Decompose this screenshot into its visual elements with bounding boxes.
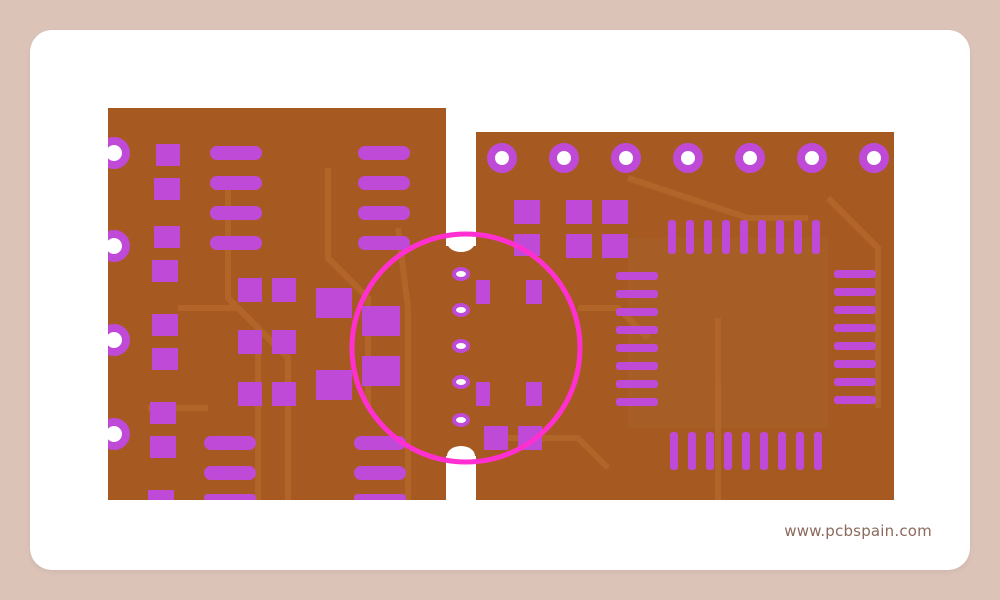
right-board xyxy=(476,132,894,500)
highlight-ring xyxy=(349,231,583,465)
left-board xyxy=(108,108,446,500)
website-caption: www.pcbspain.com xyxy=(784,522,932,540)
pcb-illustration xyxy=(108,108,894,500)
pcb-photo xyxy=(108,108,894,500)
breakaway-tab xyxy=(446,232,476,466)
